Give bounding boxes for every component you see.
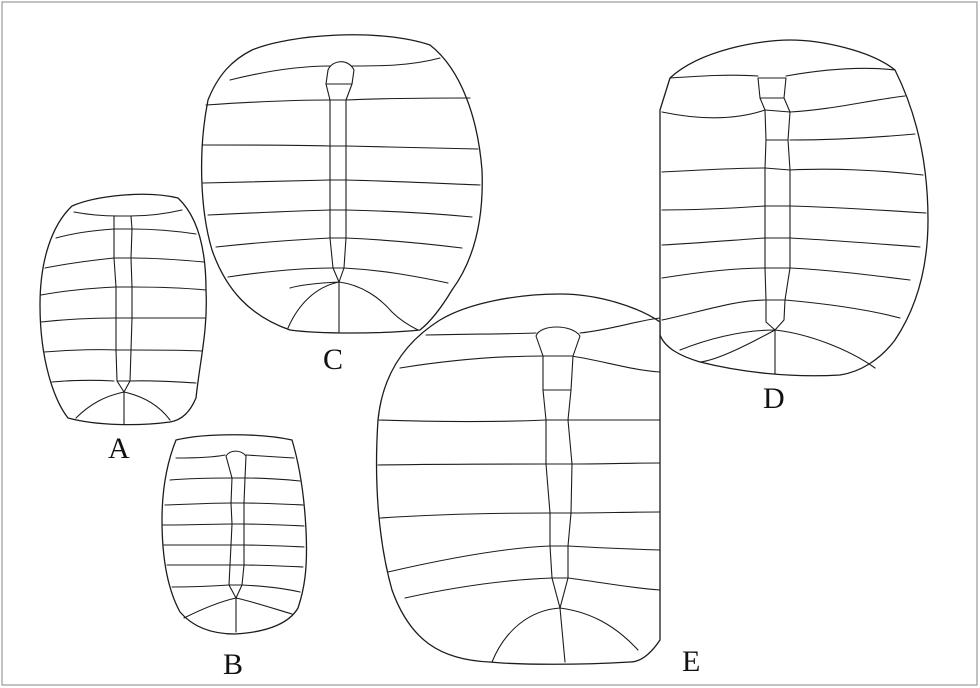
panel-e-carapace-outline: [377, 294, 660, 664]
panel-a-label: A: [108, 432, 130, 465]
panel-d-carapace-outline: [660, 40, 928, 376]
panel-e-label: E: [682, 645, 700, 678]
panel-b-drawing: [162, 435, 307, 634]
panel-e-drawing: [377, 294, 660, 664]
panel-b-label: B: [223, 648, 243, 681]
panel-d-label: D: [763, 382, 785, 415]
panel-d-drawing: [660, 40, 928, 376]
panel-a-neural-column: [114, 216, 132, 392]
panel-c-drawing: [202, 35, 483, 333]
panel-c-label: C: [323, 343, 343, 376]
panel-a-drawing: [40, 194, 206, 424]
